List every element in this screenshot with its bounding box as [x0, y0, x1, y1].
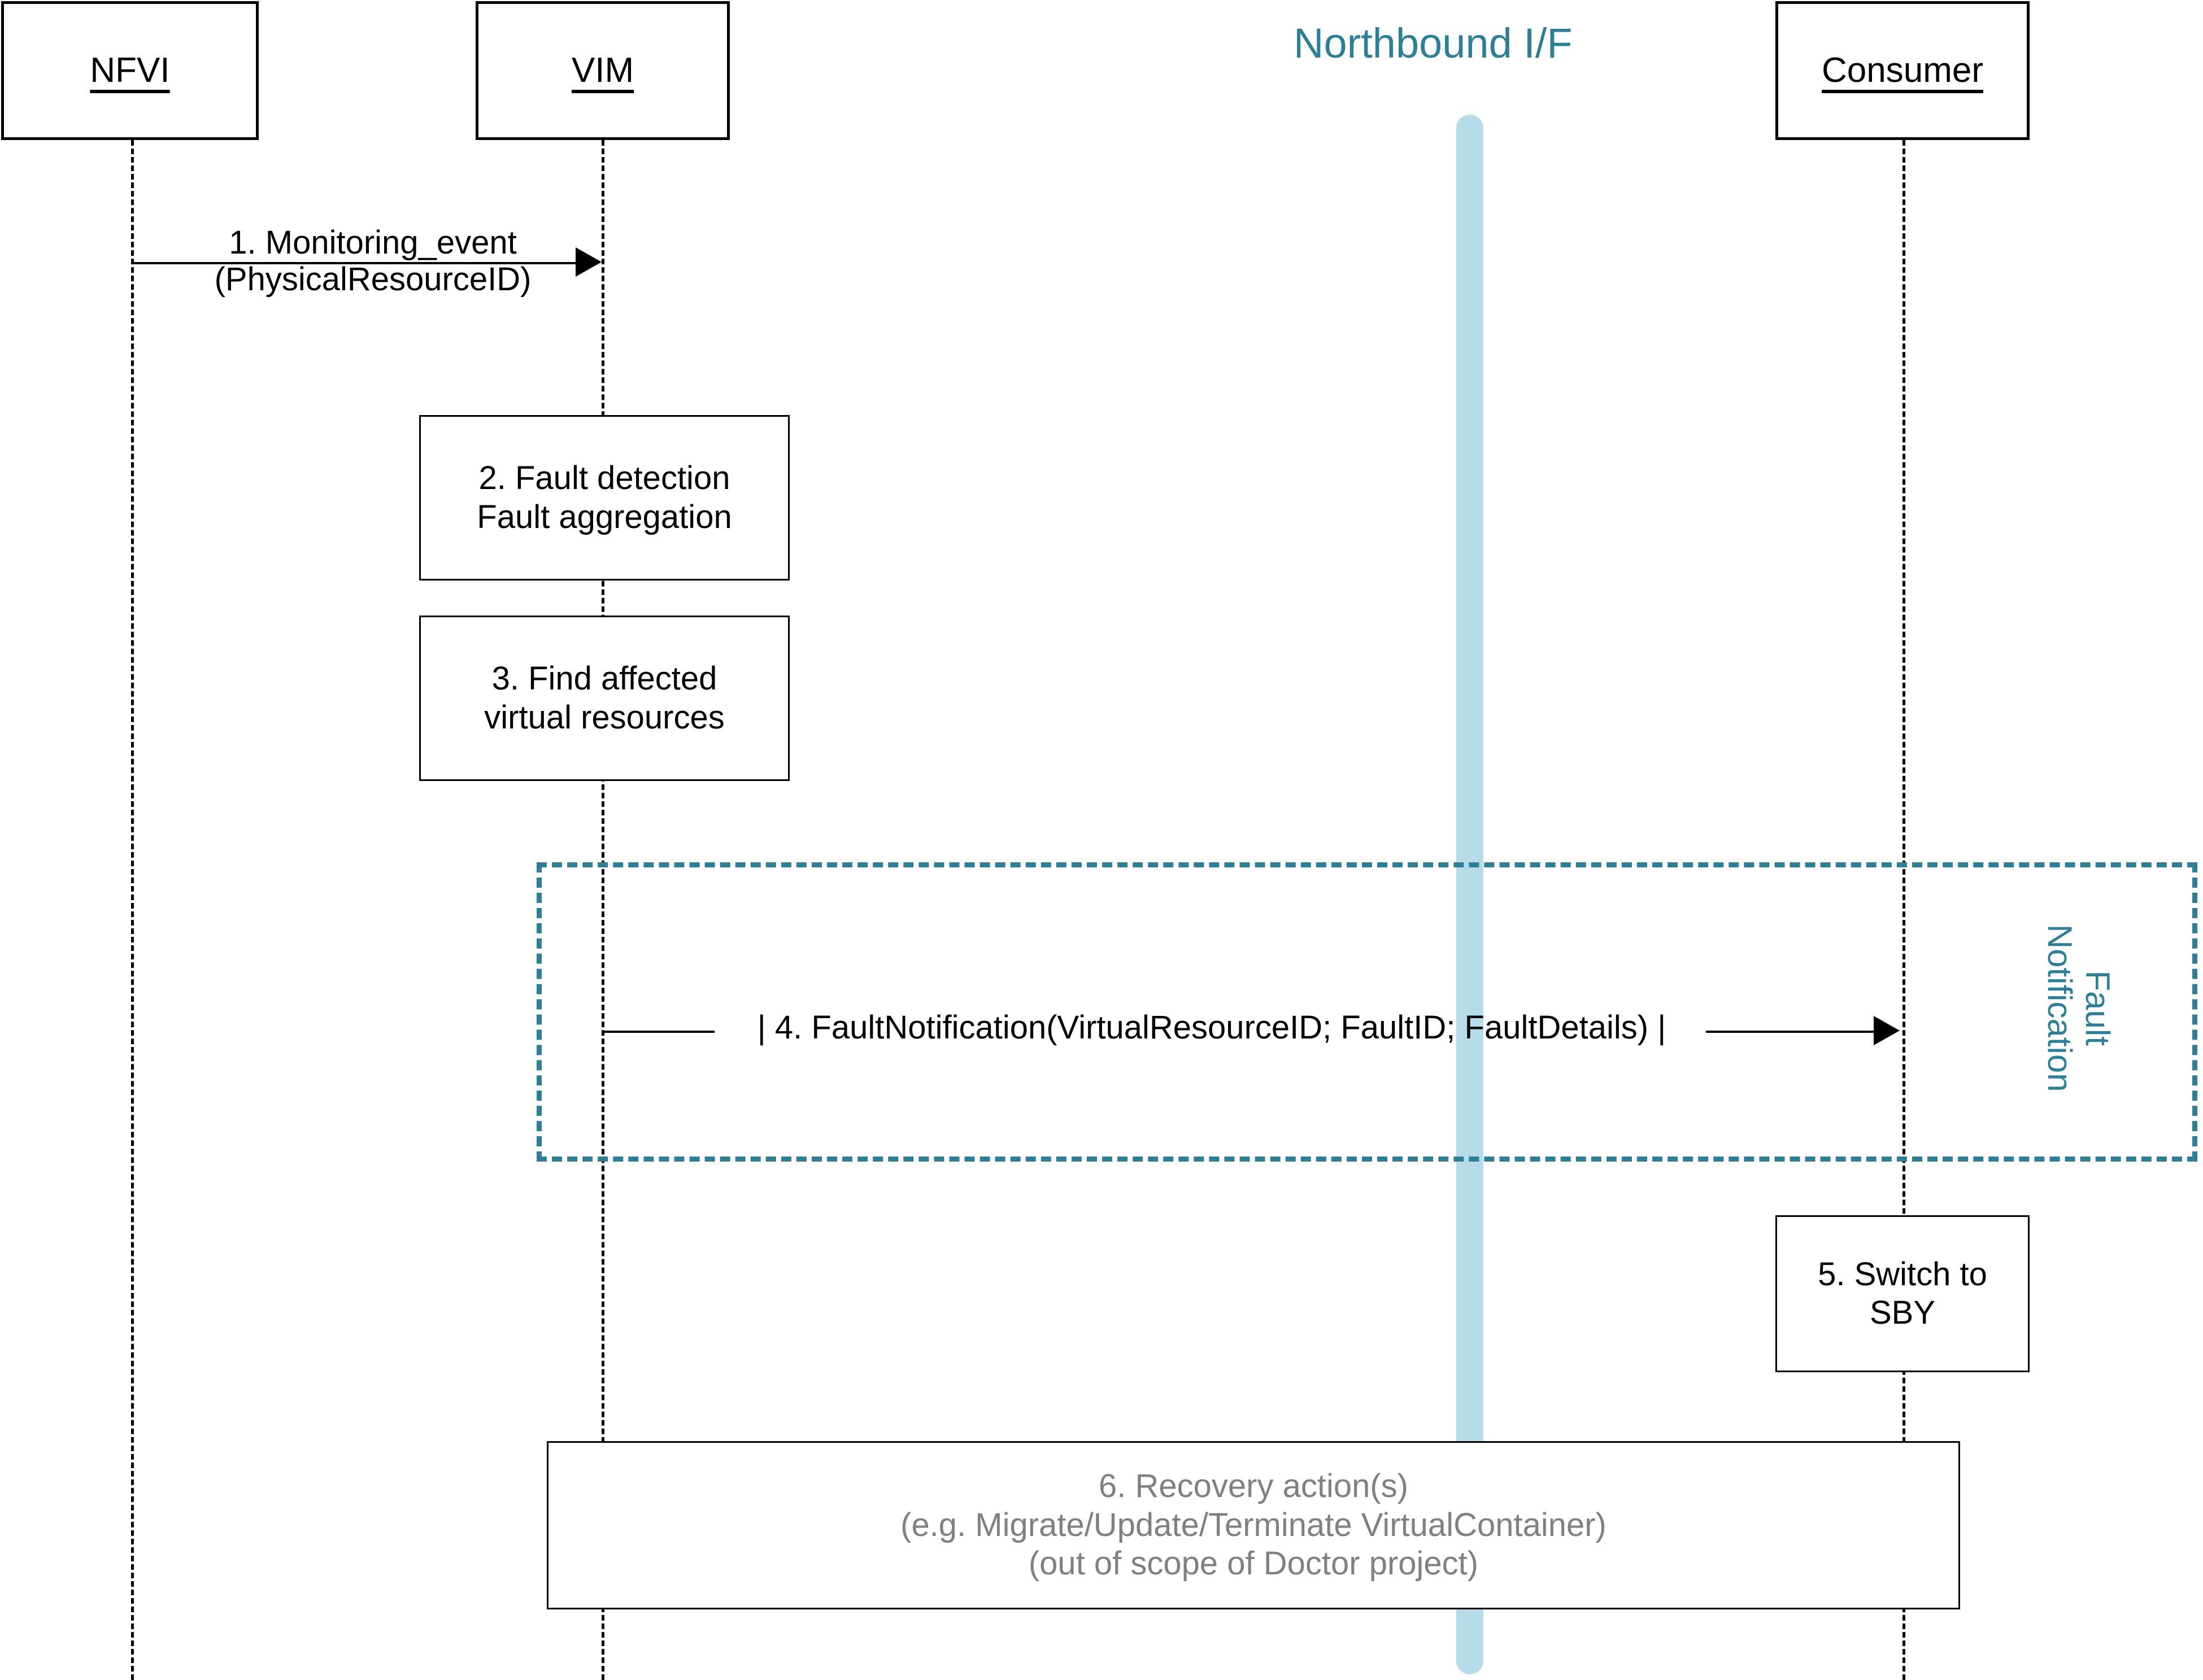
lifeline-nfvi — [131, 140, 134, 1680]
actor-box-nfvi[interactable]: NFVI — [1, 1, 259, 140]
fragment-label-line2: Notification — [2041, 924, 2079, 1092]
northbound-interface-bar — [1456, 115, 1483, 1674]
lifeline-vim — [602, 140, 604, 1680]
process-box-6-line3: (out of scope of Doctor project) — [1028, 1545, 1479, 1582]
actor-label-consumer: Consumer — [1822, 51, 1983, 90]
message-4-line-left — [602, 1031, 715, 1033]
process-box-6-line1: 6. Recovery action(s) — [1099, 1468, 1408, 1505]
process-box-5-switch-to-sby[interactable]: 5. Switch to SBY — [1775, 1215, 2030, 1372]
message-4-arrowhead — [1874, 1016, 1900, 1045]
process-box-2-line2: Fault aggregation — [477, 498, 732, 535]
process-box-2-line1: 2. Fault detection — [478, 460, 730, 497]
process-box-3-line2: virtual resources — [484, 699, 725, 736]
process-box-6-recovery-actions[interactable]: 6. Recovery action(s) (e.g. Migrate/Upda… — [547, 1441, 1960, 1609]
message-4-line-right — [1706, 1031, 1875, 1033]
process-box-3-find-affected-resources[interactable]: 3. Find affected virtual resources — [419, 616, 790, 781]
actor-label-nfvi: NFVI — [90, 51, 170, 90]
northbound-interface-title: Northbound I/F — [1294, 20, 1573, 67]
fragment-label-line1: Fault — [2079, 970, 2117, 1046]
actor-box-consumer[interactable]: Consumer — [1775, 1, 2030, 140]
process-box-5-line1: 5. Switch to — [1818, 1255, 1987, 1293]
process-box-6-line2: (e.g. Migrate/Update/Terminate VirtualCo… — [900, 1506, 1606, 1543]
actor-label-vim: VIM — [571, 51, 634, 90]
message-4-label-line1: | 4. FaultNotification(VirtualResourceID… — [757, 1009, 1666, 1046]
fragment-fault-notification-label: Fault Notification — [2041, 889, 2117, 1127]
message-1-label-line1: 1. Monitoring_event — [229, 224, 517, 261]
process-box-3-line1: 3. Find affected — [491, 660, 717, 697]
fragment-fault-notification — [537, 862, 2197, 1162]
message-1-label-line2: (PhysicalResourceID) — [214, 260, 532, 298]
message-4-label: | 4. FaultNotification(VirtualResourceID… — [715, 1009, 1709, 1047]
lifeline-consumer — [1902, 140, 1905, 1680]
message-1-label: 1. Monitoring_event (PhysicalResourceID) — [203, 224, 542, 298]
message-1-arrowhead — [576, 247, 602, 277]
process-box-5-line2: SBY — [1869, 1294, 1936, 1331]
message-1-line — [131, 262, 577, 264]
process-box-2-fault-detection[interactable]: 2. Fault detection Fault aggregation — [419, 415, 790, 581]
actor-box-vim[interactable]: VIM — [476, 1, 730, 140]
